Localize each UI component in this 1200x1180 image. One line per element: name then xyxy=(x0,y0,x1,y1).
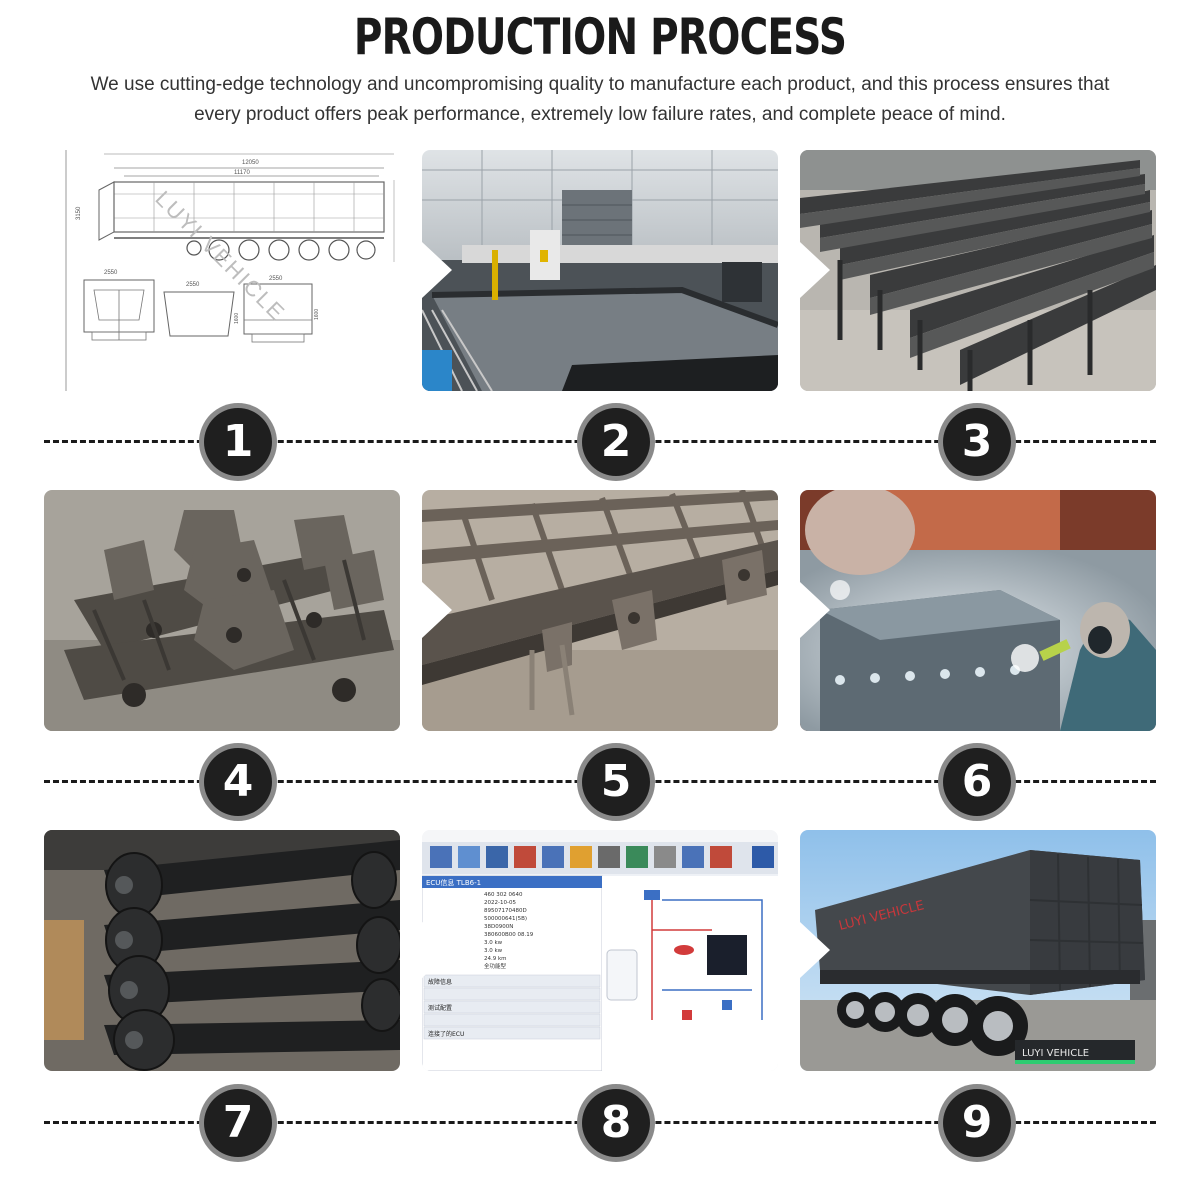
ecu-line-10: 全功能型 xyxy=(484,962,507,970)
step-9-photo: LUYI VEHICLE LUYI VEHICLE xyxy=(800,830,1156,1071)
blueprint-drawing-icon: 12050 11170 3150 2550 2550 1600 2550 xyxy=(44,150,400,391)
ecu-menu-test-config: 测试配置 xyxy=(428,1004,452,1012)
suspension-brackets-icon xyxy=(44,490,400,731)
step-3-photo xyxy=(800,150,1156,391)
drawing-dim-body: 11170 xyxy=(234,170,250,176)
ecu-line-2: 2022-10-05 xyxy=(484,900,516,906)
ecu-line-1: 460 302 0640 xyxy=(484,892,523,898)
axles-icon xyxy=(44,830,400,1071)
step-badge-4: 4 xyxy=(204,748,272,816)
ecu-line-4: 500000641(5B) xyxy=(484,916,527,922)
drawing-dim-side-2: 1600 xyxy=(314,309,320,320)
page-description: We use cutting-edge technology and uncom… xyxy=(90,74,1110,125)
step-badge-7: 7 xyxy=(204,1089,272,1157)
ecu-panel-title: ECU信息 TLB6-1 xyxy=(426,878,481,887)
step-2-photo xyxy=(422,150,778,391)
ecu-line-6: 380600B00 08.19 xyxy=(484,932,534,938)
step-7-photo xyxy=(44,830,400,1071)
step-1-photo: 12050 11170 3150 2550 2550 1600 2550 xyxy=(44,150,400,391)
ecu-line-8: 3.0 kw xyxy=(484,948,503,954)
ecu-diagnostic-screen-icon: ECU信息 TLB6-1 460 302 0640 2022-10-05 895… xyxy=(422,830,778,1071)
step-badge-1: 1 xyxy=(204,408,272,476)
page-title: PRODUCTION PROCESS xyxy=(353,8,847,66)
step-4-photo xyxy=(44,490,400,731)
ecu-menu-fault-info: 故障信息 xyxy=(428,978,452,986)
arrow-4-to-5 xyxy=(422,582,452,638)
arrow-2-to-3 xyxy=(800,242,830,298)
arrow-7-to-8 xyxy=(422,922,452,978)
drawing-dim-width-1: 2550 xyxy=(104,270,118,276)
arrow-8-to-9 xyxy=(800,922,830,978)
ecu-line-7: 3.0 kw xyxy=(484,940,503,946)
ecu-menu-connected-ecu: 连接了的ECU xyxy=(428,1030,464,1038)
drawing-dim-side-1: 1600 xyxy=(234,313,240,324)
step-badge-9: 9 xyxy=(943,1089,1011,1157)
arrow-5-to-6 xyxy=(800,582,830,638)
ecu-line-9: 24.9 km xyxy=(484,956,507,962)
step-badge-3: 3 xyxy=(943,408,1011,476)
trailer-rear-text: LUYI VEHICLE xyxy=(1022,1048,1089,1059)
laser-cutting-machine-icon xyxy=(422,150,778,391)
drawing-dim-length: 12050 xyxy=(242,160,259,166)
step-badge-6: 6 xyxy=(943,748,1011,816)
step-8-photo: ECU信息 TLB6-1 460 302 0640 2022-10-05 895… xyxy=(422,830,778,1071)
drawing-dim-height: 3150 xyxy=(76,206,82,220)
ecu-line-3: 89507170480D xyxy=(484,908,527,914)
step-badge-2: 2 xyxy=(582,408,650,476)
welded-frame-icon xyxy=(422,490,778,731)
sandblasting-worker-icon xyxy=(800,490,1156,731)
step-5-photo xyxy=(422,490,778,731)
ecu-line-5: 38D0900N xyxy=(484,924,513,930)
drawing-dim-width-3: 2550 xyxy=(269,276,283,282)
finished-dump-trailer-icon: LUYI VEHICLE LUYI VEHICLE xyxy=(800,830,1156,1071)
step-6-photo xyxy=(800,490,1156,731)
step-badge-8: 8 xyxy=(582,1089,650,1157)
steel-beams-icon xyxy=(800,150,1156,391)
step-badge-5: 5 xyxy=(582,748,650,816)
arrow-1-to-2 xyxy=(422,242,452,298)
drawing-dim-width-2: 2550 xyxy=(186,282,200,288)
